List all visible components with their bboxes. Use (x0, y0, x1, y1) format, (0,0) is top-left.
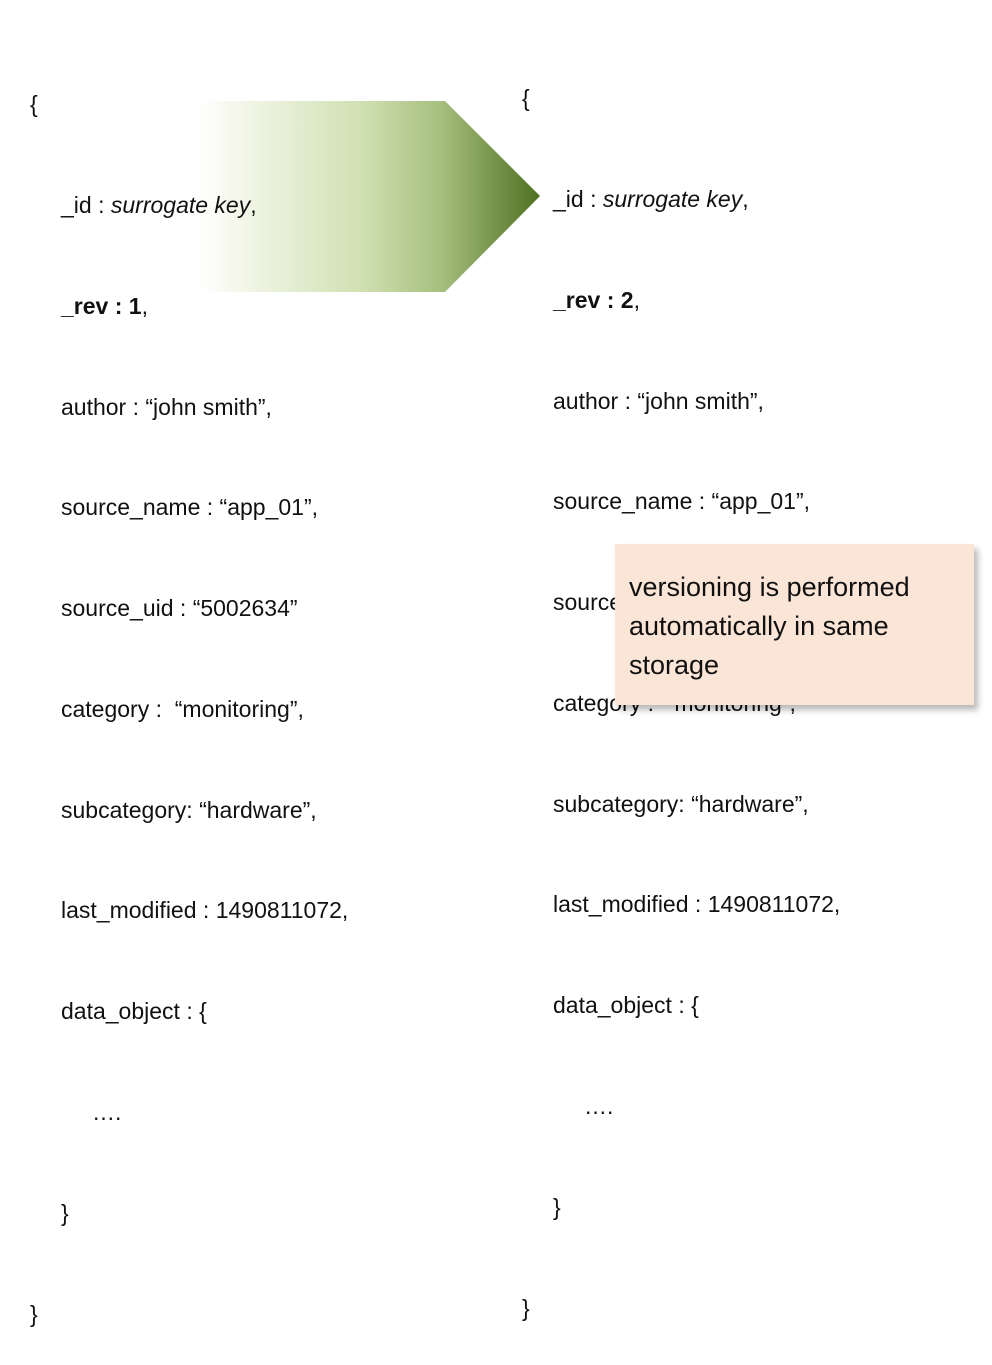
source-uid-line: source_uid : “5002634” (61, 595, 298, 622)
arrow-shape (186, 101, 540, 292)
last-modified-line: last_modified : 1490811072, (61, 897, 349, 924)
data-object-line: data_object : { (553, 992, 699, 1019)
close-brace: } (30, 1300, 38, 1327)
category-line: category : “monitoring”, (61, 695, 304, 722)
document-version-1: { _id : surrogate key, _rev : 1, author … (30, 21, 348, 1365)
rev-line: _rev : 2, (553, 286, 640, 313)
inner-close-brace: } (553, 1193, 561, 1220)
versioning-note-text: versioning is performed automatically in… (629, 572, 910, 680)
ellipsis-line: …. (92, 1099, 122, 1125)
subcategory-line: subcategory: “hardware”, (553, 790, 809, 817)
inner-close-brace: } (61, 1199, 69, 1226)
ellipsis-line: …. (584, 1093, 614, 1119)
author-line: author : “john smith”, (553, 387, 764, 414)
source-name-line: source_name : “app_01”, (553, 488, 810, 515)
rev-line: _rev : 1, (61, 292, 148, 319)
author-line: author : “john smith”, (61, 393, 272, 420)
source-name-line: source_name : “app_01”, (61, 494, 318, 521)
data-object-line: data_object : { (61, 998, 207, 1025)
versioning-note: versioning is performed automatically in… (615, 544, 974, 705)
open-brace: { (522, 85, 530, 112)
close-brace: } (522, 1294, 530, 1321)
version-arrow-icon (186, 101, 540, 292)
id-line: _id : surrogate key, (553, 185, 749, 212)
subcategory-line: subcategory: “hardware”, (61, 796, 317, 823)
last-modified-line: last_modified : 1490811072, (553, 891, 841, 918)
open-brace: { (30, 91, 38, 118)
id-line: _id : surrogate key, (61, 191, 257, 218)
